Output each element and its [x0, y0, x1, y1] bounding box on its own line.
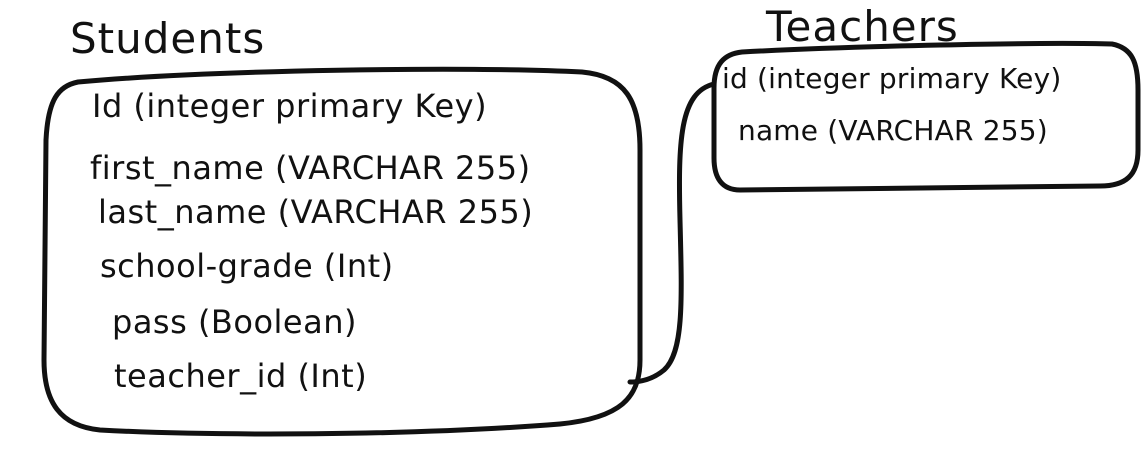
- teachers-field-name: name (VARCHAR 255): [738, 114, 1048, 147]
- students-field-pass: pass (Boolean): [112, 303, 357, 341]
- teachers-table-border: [711, 40, 1141, 193]
- students-table-title: Students: [70, 14, 266, 63]
- teachers-field-id: id (integer primary Key): [722, 62, 1062, 95]
- students-field-last-name: last_name (VARCHAR 255): [98, 193, 534, 231]
- students-field-school-grade: school-grade (Int): [100, 247, 394, 285]
- students-table-border: [41, 66, 643, 437]
- teachers-table-title: Teachers: [766, 2, 959, 51]
- students-field-id: Id (integer primary Key): [92, 87, 488, 125]
- relationship-line: [627, 81, 717, 385]
- students-field-teacher-id: teacher_id (Int): [114, 357, 368, 395]
- students-field-first-name: first_name (VARCHAR 255): [90, 149, 531, 187]
